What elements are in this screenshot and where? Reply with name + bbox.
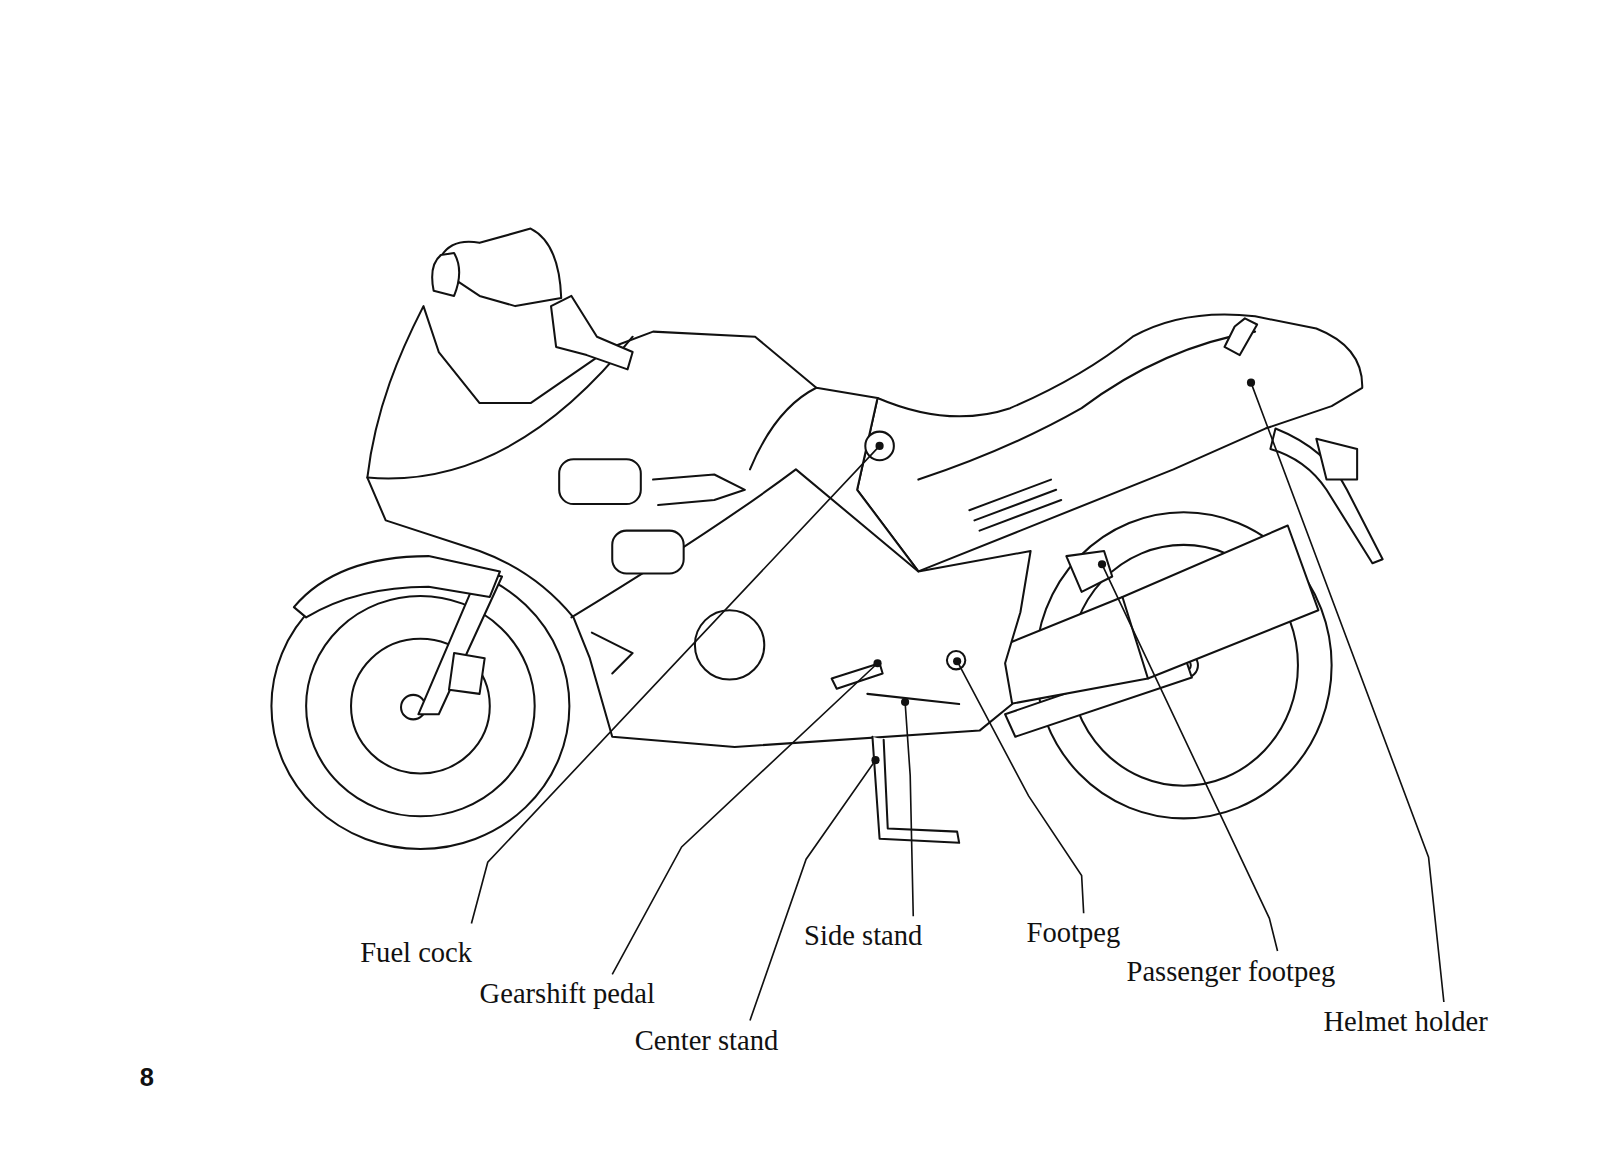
- page-number: 8: [140, 1064, 154, 1090]
- leader-dots: [871, 379, 1255, 765]
- side-stand-figure: [867, 694, 959, 704]
- leader-dot: [876, 442, 884, 450]
- fairing-vent: [653, 474, 745, 505]
- handlebar: [551, 296, 633, 369]
- brake-caliper: [449, 653, 485, 694]
- leader-lines: [471, 383, 1443, 1021]
- leader-line: [1102, 564, 1278, 951]
- part-label: Fuel cock: [360, 939, 472, 968]
- grab-rail: [1224, 318, 1257, 355]
- muffler-seam: [1122, 597, 1148, 679]
- brake-disc: [351, 639, 490, 774]
- center-stand-figure: [872, 737, 959, 843]
- seat-edge: [918, 332, 1255, 480]
- leader-dot: [901, 698, 909, 706]
- part-label: Footpeg: [1027, 918, 1121, 947]
- tail-light: [1316, 439, 1357, 480]
- part-label: Side stand: [804, 921, 922, 950]
- seat-and-tail: [857, 315, 1362, 572]
- footpeg-figure: [947, 651, 965, 669]
- leader-dot: [871, 756, 879, 764]
- leader-line: [471, 446, 879, 924]
- side-cover-slots: [969, 480, 1061, 531]
- part-label: Passenger footpeg: [1127, 957, 1336, 986]
- cowl-duct: [592, 633, 633, 674]
- leader-dot: [873, 659, 881, 667]
- mirror: [432, 253, 459, 296]
- leader-line: [1251, 383, 1444, 1002]
- front-rim: [306, 596, 535, 816]
- part-label: Helmet holder: [1323, 1007, 1487, 1036]
- leader-dot: [953, 657, 961, 665]
- leader-dot: [1247, 379, 1255, 387]
- fairing: [367, 306, 1030, 747]
- leader-line: [957, 661, 1084, 913]
- part-label: Gearshift pedal: [480, 980, 655, 1009]
- leader-line: [905, 702, 913, 916]
- fairing-vent: [559, 459, 641, 504]
- part-label: Center stand: [635, 1027, 779, 1056]
- leader-line: [750, 760, 876, 1020]
- leader-dot: [1098, 560, 1106, 568]
- tank-line: [750, 388, 816, 470]
- fairing-vent: [612, 531, 683, 574]
- engine-cover: [695, 610, 764, 679]
- front-fender: [294, 556, 500, 617]
- gearshift-pedal-figure: [832, 663, 883, 689]
- motorcycle-drawing: [271, 229, 1382, 849]
